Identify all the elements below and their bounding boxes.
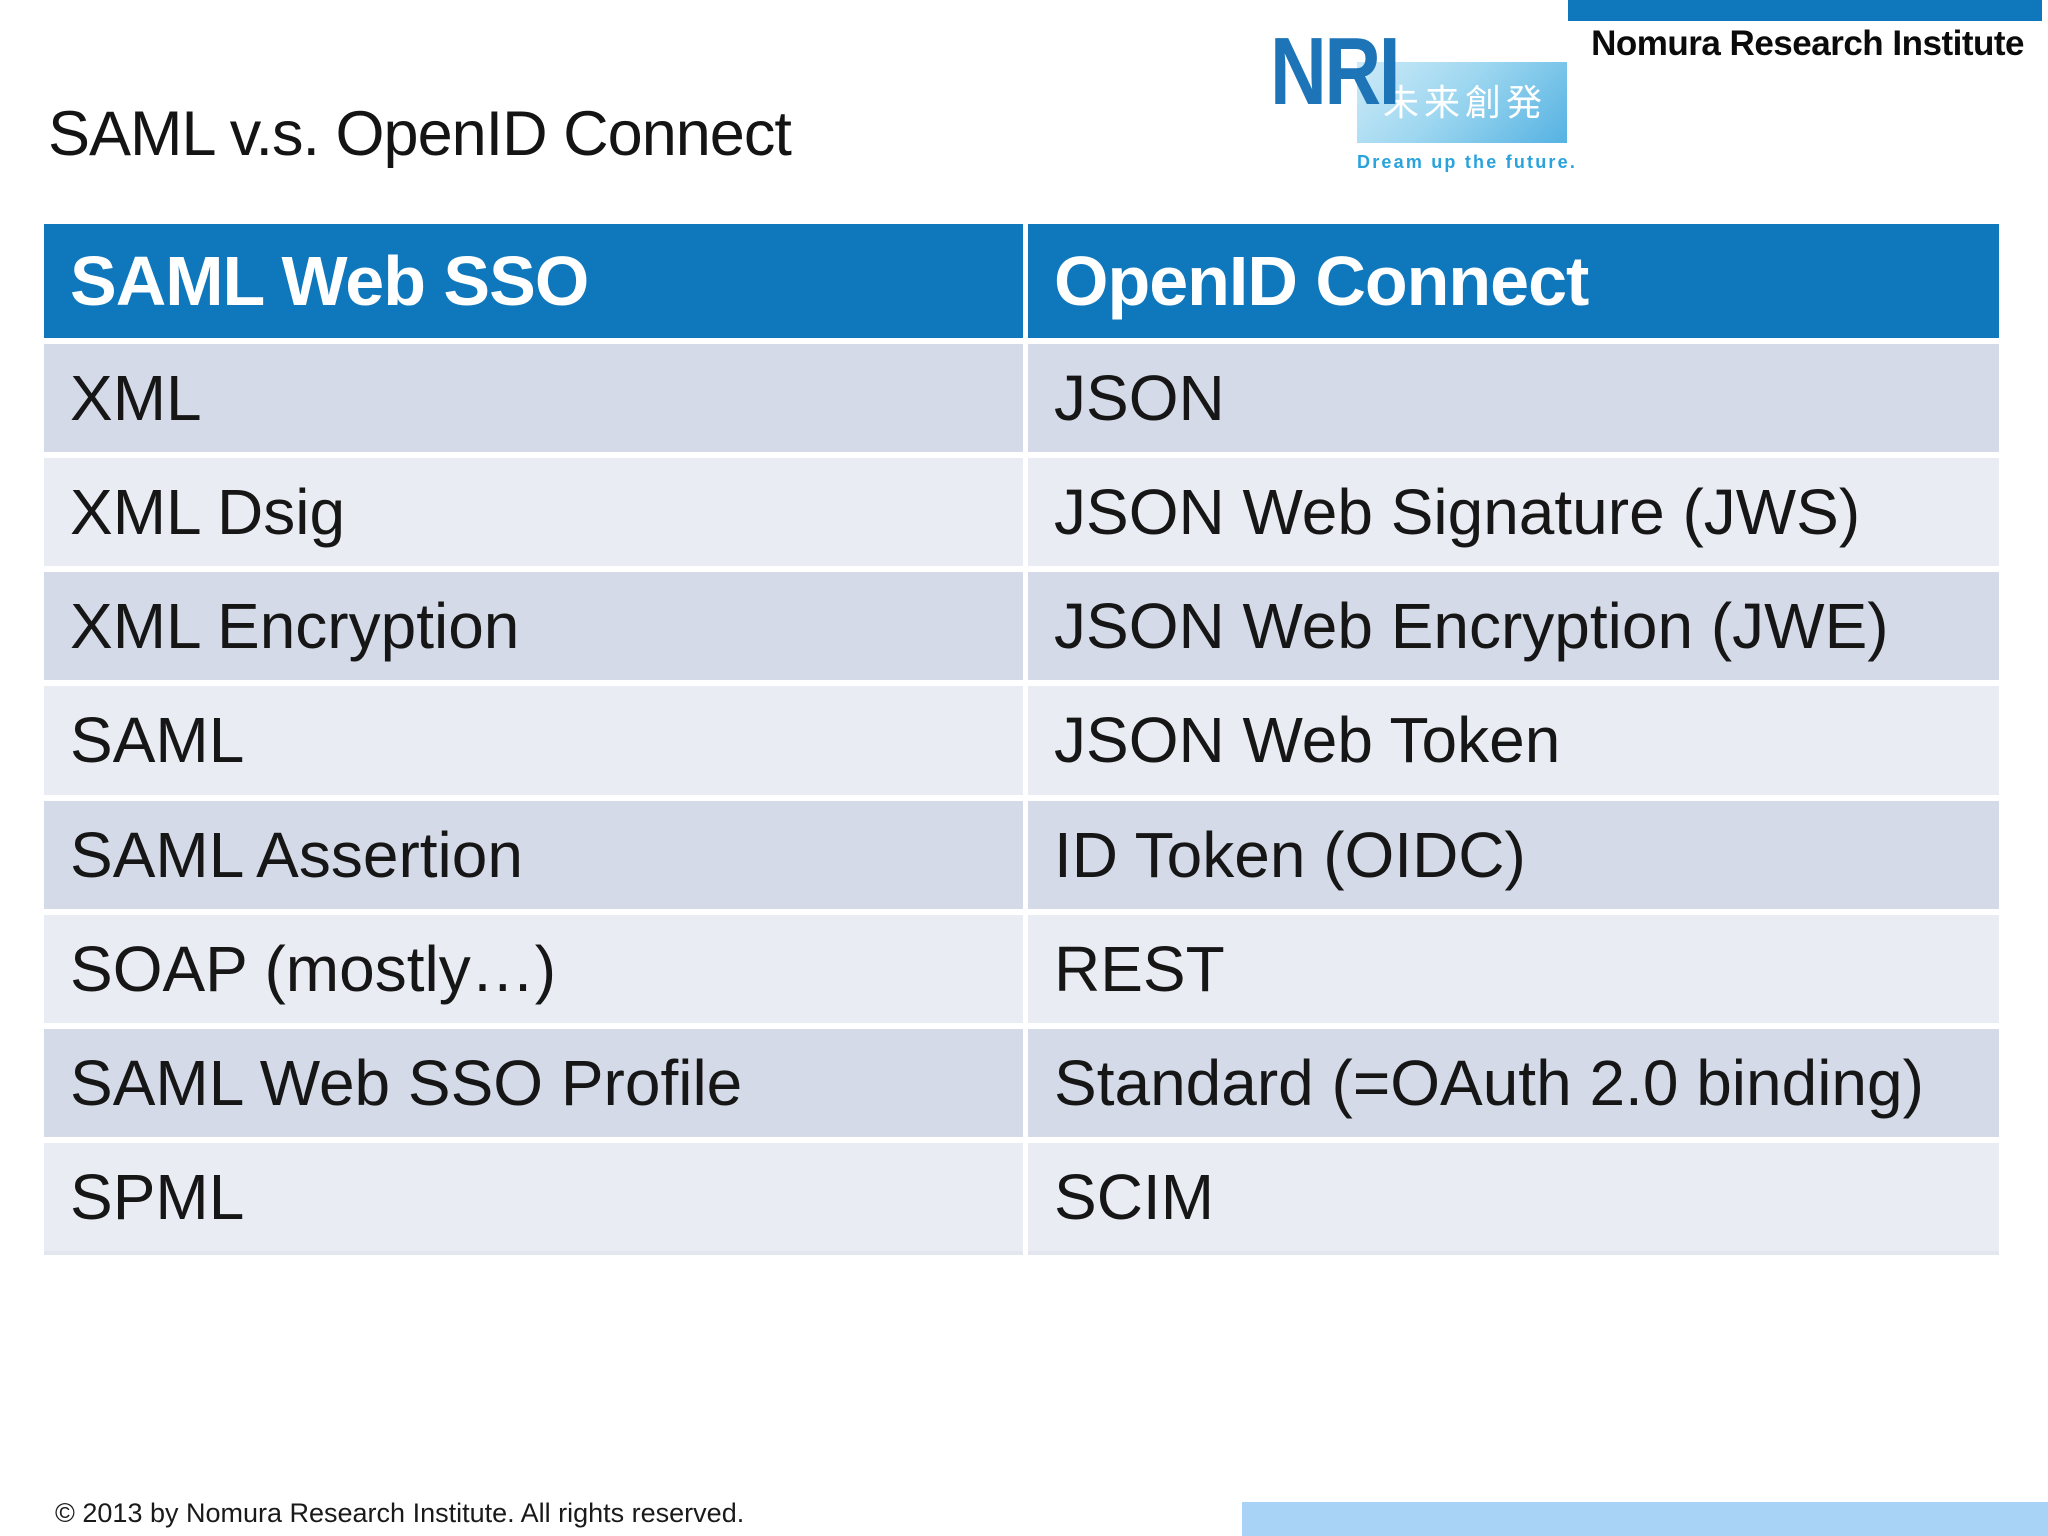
table-cell-saml-col: SAML: [44, 686, 1023, 795]
table-cell-saml-col: XML: [44, 344, 1023, 453]
table-cell-oidc-col: JSON Web Signature (JWS): [1028, 458, 1999, 567]
table-cell-oidc-col: ID Token (OIDC): [1028, 800, 1999, 909]
table-cell-oidc-col: JSON Web Encryption (JWE): [1028, 572, 1999, 681]
table-cell-oidc-col: Standard (=OAuth 2.0 binding): [1028, 1028, 1999, 1137]
table-cell-oidc-col: REST: [1028, 914, 1999, 1023]
nri-logo-square: 未来創発: [1357, 62, 1567, 143]
table-cell-saml-col: SOAP (mostly…): [44, 914, 1023, 1023]
nri-logo: NRI 未来創発 Dream up the future.: [1270, 24, 1580, 178]
table-cell-saml-col: SAML Web SSO Profile: [44, 1028, 1023, 1137]
nri-logo-jp-text: 未来創発: [1382, 82, 1547, 123]
page-title: SAML v.s. OpenID Connect: [48, 99, 792, 169]
bottom-accent-bar: [1242, 1502, 2048, 1536]
company-name: Nomura Research Institute: [1591, 24, 2024, 63]
table-cell-oidc-col: JSON Web Token: [1028, 686, 1999, 795]
table-cell-oidc-col: JSON: [1028, 344, 1999, 453]
table-header-saml-web-sso: SAML Web SSO: [44, 224, 1023, 339]
table-cell-saml-col: XML Encryption: [44, 572, 1023, 681]
nri-logo-tagline: Dream up the future.: [1357, 152, 1578, 172]
comparison-table: SAML Web SSO OpenID Connect XML JSON XML…: [44, 224, 1999, 1255]
table-header-openid-connect: OpenID Connect: [1028, 224, 1999, 339]
copyright-text: © 2013 by Nomura Research Institute. All…: [55, 1498, 745, 1528]
table-cell-saml-col: SPML: [44, 1142, 1023, 1255]
table-cell-oidc-col: SCIM: [1028, 1142, 1999, 1255]
top-accent-bar: [1568, 0, 2042, 21]
table-cell-saml-col: XML Dsig: [44, 458, 1023, 567]
nri-logo-letters: NRI: [1270, 18, 1401, 125]
table-cell-saml-col: SAML Assertion: [44, 800, 1023, 909]
